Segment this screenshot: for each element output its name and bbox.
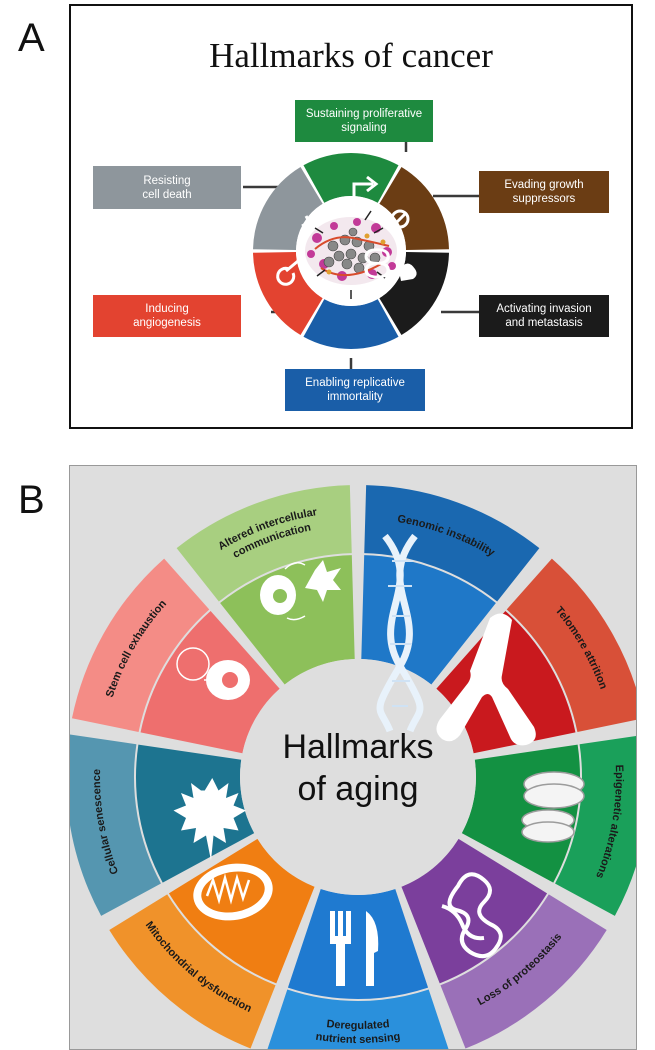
cancer-ring (253, 153, 449, 349)
stem-cell-icon (176, 647, 250, 700)
aging-outer-segment-cellular-senescence (70, 734, 161, 916)
proliferation-arrow-icon (352, 182, 373, 204)
aging-inner-segment-deregulated-nutrient-sensing (287, 888, 429, 999)
cross-icon (301, 215, 317, 228)
cancer-ring-segment-resisting-cell-death (253, 166, 323, 251)
intercellular-icon (260, 560, 341, 621)
inward-arrows (314, 210, 386, 299)
infinity-icon (364, 248, 390, 279)
dna-rungs-icon (388, 560, 413, 707)
hallmark-label-invasion-metastasis: Activating invasion and metastasis (479, 295, 609, 337)
cancer-diagram (243, 141, 479, 370)
aging-outer-ring (70, 485, 636, 1049)
aging-outer-segment-epigenetic-alterations (555, 735, 636, 916)
panel-b-letter: B (18, 478, 45, 522)
no-entry-icon (390, 209, 410, 229)
no-entry-slash-icon (392, 211, 408, 227)
aging-title-line2: of aging (298, 770, 419, 808)
tumor-cells-icon (305, 217, 397, 285)
aging-label-deregulated-nutrient-sensing-line1: Deregulated (326, 1018, 390, 1032)
aging-outer-segment-loss-of-proteostasis (440, 894, 607, 1049)
cancer-title: Hallmarks of cancer (209, 36, 493, 75)
hallmark-label-proliferative-signaling: Sustaining proliferative signaling (295, 100, 433, 142)
segment-icons (276, 175, 410, 286)
aging-inner-segment-telomere-attrition (436, 610, 576, 754)
hallmark-label-angiogenesis: Inducing angiogenesis (93, 295, 241, 337)
mitochondrion-icon (193, 863, 273, 921)
hallmark-label-replicative-immortality: Enabling replicative immortality (285, 369, 425, 411)
aging-label-deregulated-nutrient-sensing-line2: nutrient sensing (315, 1031, 401, 1046)
chromosome-icon (436, 613, 536, 746)
aging-outer-segment-genomic-instability (364, 485, 540, 602)
arrow-head-icon (366, 175, 379, 193)
aging-outer-segment-mitochondrial-dysfunction (109, 894, 276, 1049)
aging-outer-segment-telomere-attrition (506, 558, 636, 732)
hallmark-label-evading-growth-suppressors: Evading growth suppressors (479, 171, 609, 213)
cancer-ring-segment-enabling-replicative-immortality (303, 299, 399, 349)
protein-icon (441, 872, 503, 959)
fork-knife-icon (330, 911, 379, 986)
invasion-icon (399, 263, 417, 281)
aging-outer-segment-altered-intercellular-communication (176, 485, 352, 602)
aging-title-line1: Hallmarks (282, 728, 433, 766)
aging-inner-segment-loss-of-proteostasis (401, 838, 548, 984)
aging-outer-segment-stem-cell-exhaustion (71, 558, 210, 732)
dna-helix-icon (376, 533, 424, 733)
nucleosome-icon (521, 771, 585, 843)
panel-a-letter: A (18, 16, 45, 60)
cancer-ring-segment-inducing-angiogenesis (253, 251, 323, 336)
cancer-hallmarks-panel: Hallmarks of cancer (69, 4, 633, 429)
cancer-ring-segment-evading-growth-suppressors (379, 166, 449, 251)
vessel-icon (276, 259, 299, 286)
maple-leaf-icon (173, 778, 246, 861)
hallmark-label-resisting-cell-death: Resisting cell death (93, 166, 241, 209)
aging-outer-segment-deregulated-nutrient-sensing (267, 989, 449, 1049)
cancer-ring-segment-activating-invasion-and-metastasis (379, 251, 449, 336)
cancer-ring-segment-sustaining-proliferative-signaling (303, 153, 399, 203)
